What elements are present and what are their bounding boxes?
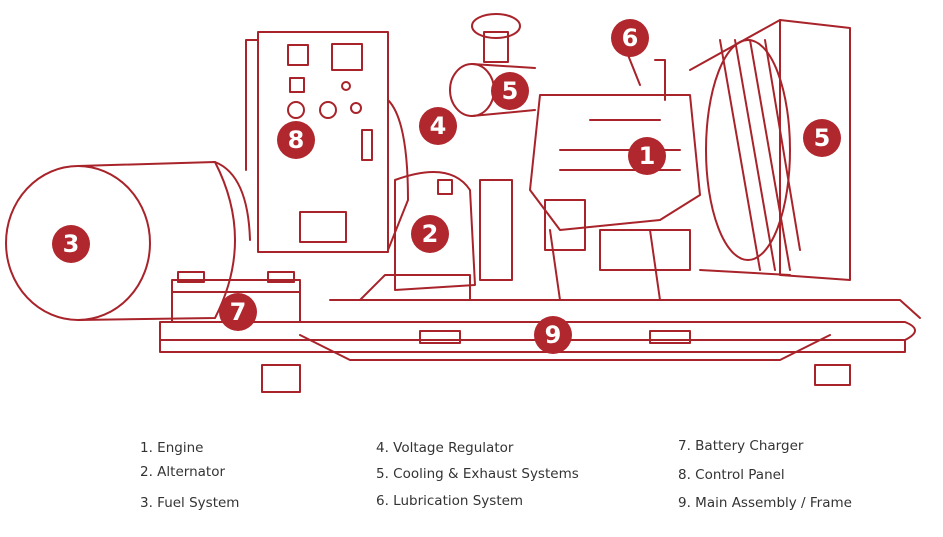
badge-number: 2	[422, 220, 439, 248]
badge-circle	[628, 137, 666, 175]
legend-item-main-frame: 9. Main Assembly / Frame	[678, 495, 852, 511]
badge-circle	[52, 225, 90, 263]
control-panel-drawing	[245, 31, 409, 253]
badge-number: 4	[430, 112, 447, 140]
radiator-drawing	[689, 19, 851, 281]
engine-drawing	[529, 54, 701, 301]
badge-circle	[491, 72, 529, 110]
badge-number: 7	[230, 298, 247, 326]
badge-circle	[534, 316, 572, 354]
badge-number: 9	[545, 321, 562, 349]
legend-item-control-panel: 8. Control Panel	[678, 467, 785, 483]
badge-radiator: 5	[803, 119, 841, 157]
badge-circle	[219, 293, 257, 331]
badge-circle	[411, 215, 449, 253]
badge-number: 5	[502, 77, 519, 105]
badge-engine: 1	[628, 137, 666, 175]
badge-alternator: 2	[411, 215, 449, 253]
badge-main-frame: 9	[534, 316, 572, 354]
badge-circle	[419, 107, 457, 145]
badge-control-panel: 8	[277, 121, 315, 159]
badge-voltage-regulator: 4	[419, 107, 457, 145]
badge-number: 1	[639, 142, 656, 170]
badge-battery-charger: 7	[219, 293, 257, 331]
badge-number: 5	[814, 124, 831, 152]
badge-circle	[803, 119, 841, 157]
badge-circle	[611, 19, 649, 57]
legend-item-voltage-regulator: 4. Voltage Regulator	[376, 440, 514, 456]
badge-number: 8	[288, 126, 305, 154]
legend-item-cooling-exhaust: 5. Cooling & Exhaust Systems	[376, 466, 579, 482]
legend-item-engine: 1. Engine	[140, 440, 204, 456]
generator-diagram: 1 2 3 4 5 5 6 7 8 9	[5, 13, 921, 393]
badge-fuel-system: 3	[52, 225, 90, 263]
legend-item-lubrication-system: 6. Lubrication System	[376, 493, 524, 509]
alternator-drawing	[359, 171, 513, 301]
badge-exhaust: 5	[491, 72, 529, 110]
badge-circle	[277, 121, 315, 159]
badge-number: 6	[622, 24, 639, 52]
legend-item-fuel-system: 3. Fuel System	[140, 495, 240, 511]
legend-item-battery-charger: 7. Battery Charger	[678, 438, 804, 454]
legend-item-alternator: 2. Alternator	[140, 464, 226, 480]
main-frame-drawing	[159, 299, 921, 393]
badge-number: 3	[63, 230, 80, 258]
badge-lubrication-system: 6	[611, 19, 649, 57]
fuel-tank-drawing	[5, 161, 251, 321]
